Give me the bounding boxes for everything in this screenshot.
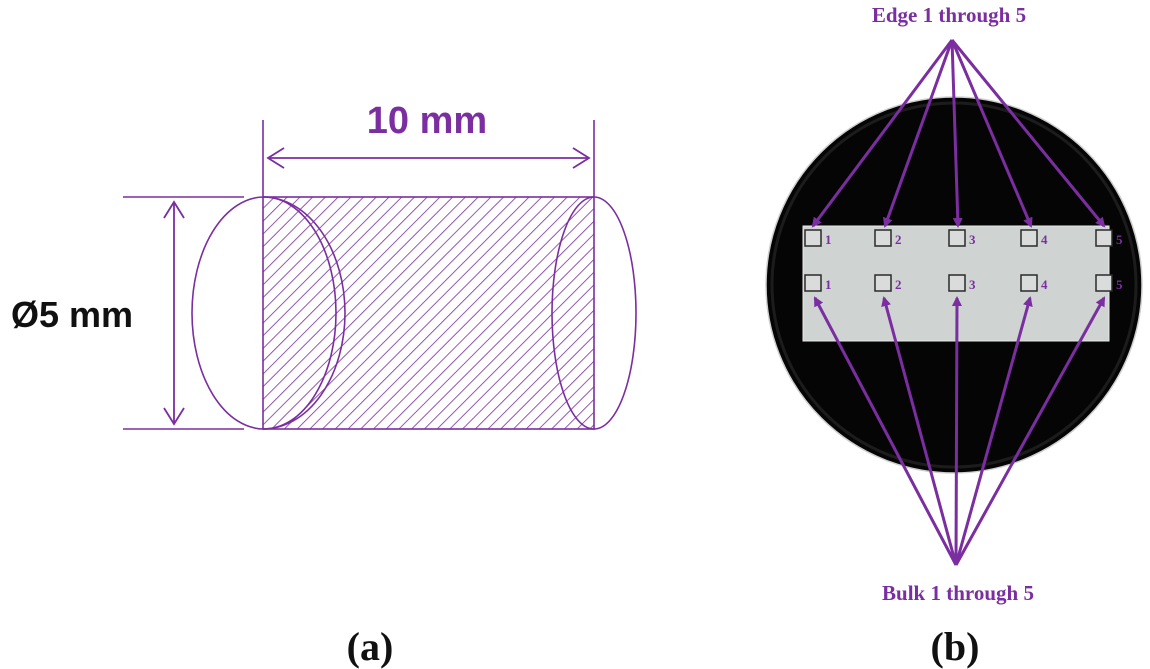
length-label: 10 mm	[367, 100, 487, 142]
bulk-number-5: 5	[1116, 277, 1123, 292]
diameter-label: Ø5 mm	[11, 294, 133, 335]
edge-number-3: 3	[969, 232, 976, 247]
edge-square-1	[804, 229, 822, 247]
cylinder-inner-arc	[262, 196, 346, 430]
bulk-square-1	[804, 274, 822, 292]
bulk-arrow-2	[881, 296, 958, 566]
bulk-square-3	[948, 274, 966, 292]
bulk-squares: 1 2 3 4 5	[804, 274, 1123, 292]
bulk-arrow-5	[954, 296, 1106, 566]
bulk-arrows	[813, 296, 1106, 566]
edge-arrows	[811, 39, 1106, 228]
edge-label: Edge 1 through 5	[872, 3, 1026, 27]
edge-square-2	[874, 229, 892, 247]
edge-squares: 1 2 3 4 5	[804, 229, 1123, 247]
bulk-number-4: 4	[1041, 277, 1048, 292]
diameter-arrow-top	[163, 200, 185, 219]
edge-arrow-2	[883, 39, 954, 228]
edge-square-3	[948, 229, 966, 247]
length-arrow-right	[572, 147, 591, 169]
edge-square-4	[1020, 229, 1038, 247]
edge-arrow-4	[950, 39, 1033, 228]
edge-arrow-1	[811, 39, 954, 228]
length-arrow-left	[266, 147, 285, 169]
edge-number-2: 2	[895, 232, 902, 247]
panel-a: 10 mm Ø5 mm (a)	[11, 100, 637, 669]
edge-arrow-5	[950, 39, 1106, 228]
diameter-arrow-bottom	[163, 407, 185, 426]
caption-a: (a)	[347, 624, 394, 669]
bulk-square-2	[874, 274, 892, 292]
bulk-arrow-4	[954, 296, 1033, 566]
edge-arrow-3	[950, 39, 963, 228]
bulk-square-4	[1020, 274, 1038, 292]
bulk-number-2: 2	[895, 277, 902, 292]
bulk-arrow-3	[951, 296, 962, 566]
bulk-label: Bulk 1 through 5	[882, 581, 1034, 605]
edge-number-4: 4	[1041, 232, 1048, 247]
cylinder-body	[262, 196, 595, 430]
panel-b: 1 2 3 4 5 1 2 3 4 5 Edge 1 through 5 Bulk 1 thro…	[765, 3, 1143, 669]
bulk-number-1: 1	[825, 277, 832, 292]
edge-number-5: 5	[1116, 232, 1123, 247]
edge-square-5	[1095, 229, 1113, 247]
caption-b: (b)	[931, 624, 980, 669]
bulk-number-3: 3	[969, 277, 976, 292]
bulk-square-5	[1095, 274, 1113, 292]
edge-number-1: 1	[825, 232, 832, 247]
bulk-arrow-1	[813, 296, 958, 566]
